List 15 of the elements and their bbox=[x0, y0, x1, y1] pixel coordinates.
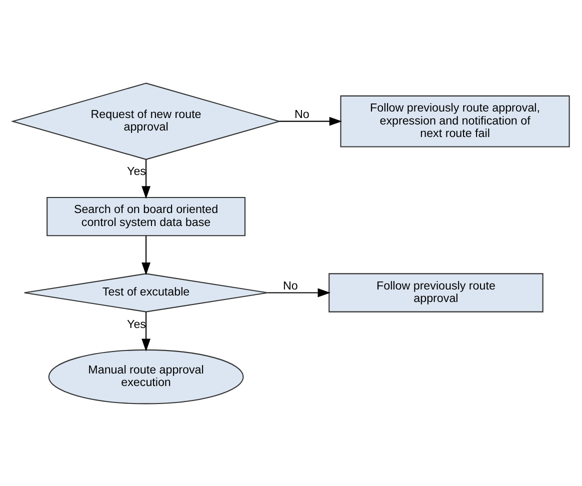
node-ellipse: Manual route approval execution bbox=[48, 348, 244, 404]
arrow bbox=[268, 288, 330, 297]
node-box: Follow previously route approval bbox=[328, 272, 544, 312]
node-box: Follow previously route approval, expression and notification of next route fail bbox=[340, 94, 570, 147]
edge-label: No bbox=[294, 107, 310, 120]
node-diamond: Test of excutable bbox=[24, 272, 268, 312]
edge-label: No bbox=[282, 278, 298, 292]
arrow bbox=[142, 158, 150, 198]
node-diamond: Request of new route approval bbox=[10, 82, 282, 160]
arrow bbox=[142, 312, 150, 351]
arrow bbox=[279, 116, 342, 126]
node-box: Search of on board oriented control system data base bbox=[46, 196, 246, 236]
edge-label: Yes bbox=[127, 164, 146, 178]
arrow bbox=[142, 235, 150, 275]
edge-label: Yes bbox=[127, 317, 146, 330]
